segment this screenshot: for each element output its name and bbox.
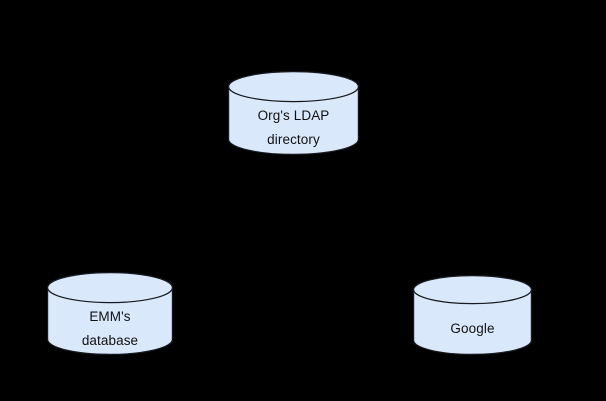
database-cylinder-icon (227, 71, 360, 155)
database-cylinder-icon (412, 275, 533, 355)
node-org-ldap-directory[interactable]: Org's LDAP directory (227, 71, 360, 155)
database-cylinder-icon (46, 272, 174, 355)
node-emm-database[interactable]: EMM's database (46, 272, 174, 355)
node-google[interactable]: Google (412, 275, 533, 355)
